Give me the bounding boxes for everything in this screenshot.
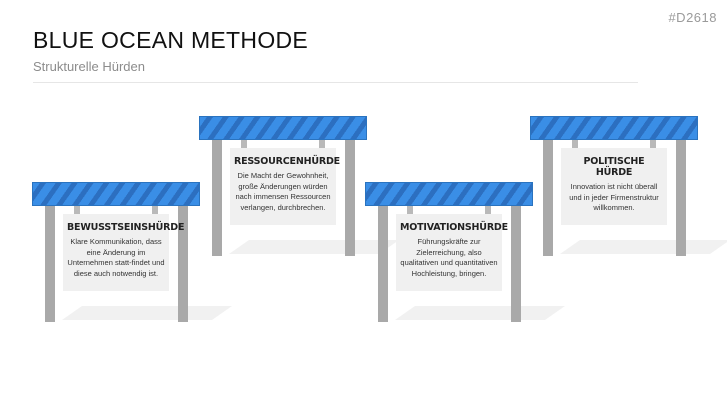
slide-id: #D2618 <box>668 10 717 25</box>
hurdle-title: RESSOURCENHÜRDE <box>234 156 340 167</box>
hurdle-text: Klare Kommunikation, dass eine Änderung … <box>67 237 165 278</box>
hurdle-shadow <box>62 306 232 320</box>
hurdle-post-right <box>511 206 521 322</box>
hurdle-post-left <box>378 206 388 322</box>
hurdle-post-left <box>45 206 55 322</box>
hurdle-text: Führungskräfte zur Zielerreichung, also … <box>400 237 498 278</box>
hurdle-title: MOTIVATIONSHÜRDE <box>400 222 508 233</box>
page-subtitle: Strukturelle Hürden <box>33 59 145 74</box>
hurdle-post-right <box>178 206 188 322</box>
sign-peg-right <box>485 206 491 216</box>
hurdle-bar <box>32 182 200 206</box>
sign-peg-right <box>319 140 325 150</box>
hurdle-shadow <box>395 306 565 320</box>
sign-peg-right <box>650 140 656 150</box>
hurdle-bar <box>530 116 698 140</box>
hurdle-shadow <box>560 240 727 254</box>
page-title: BLUE OCEAN METHODE <box>33 27 309 53</box>
hurdle-title: POLITISCHE HÜRDE <box>583 156 645 178</box>
hurdle-bar <box>365 182 533 206</box>
hurdle-post-right <box>345 140 355 256</box>
hurdle-post-left <box>543 140 553 256</box>
hurdle-text: Innovation ist nicht überall und in jede… <box>569 182 659 212</box>
sign-peg-right <box>152 206 158 216</box>
hurdle-post-left <box>212 140 222 256</box>
hurdle-sign: BEWUSSTSEINSHÜRDE Klare Kommunikation, d… <box>63 214 185 291</box>
hurdle-ressourcen: RESSOURCENHÜRDE Die Macht der Gewohnheit… <box>199 116 399 266</box>
hurdle-sign: MOTIVATIONSHÜRDE Führungskräfte zur Ziel… <box>396 214 508 291</box>
hurdle-text: Die Macht der Gewohnheit, große Änderung… <box>235 171 331 212</box>
sign-peg-left <box>74 206 80 216</box>
hurdle-politisch: POLITISCHE HÜRDE Innovation ist nicht üb… <box>530 116 727 266</box>
hurdle-motivation: MOTIVATIONSHÜRDE Führungskräfte zur Ziel… <box>365 182 565 332</box>
hurdle-sign: POLITISCHE HÜRDE Innovation ist nicht üb… <box>561 148 667 225</box>
divider <box>33 82 638 83</box>
sign-peg-left <box>407 206 413 216</box>
hurdle-title: BEWUSSTSEINSHÜRDE <box>67 222 185 233</box>
sign-peg-left <box>572 140 578 150</box>
hurdle-bar <box>199 116 367 140</box>
sign-peg-left <box>241 140 247 150</box>
hurdle-bewusstsein: BEWUSSTSEINSHÜRDE Klare Kommunikation, d… <box>32 182 232 332</box>
hurdle-post-right <box>676 140 686 256</box>
hurdle-sign: RESSOURCENHÜRDE Die Macht der Gewohnheit… <box>230 148 340 225</box>
